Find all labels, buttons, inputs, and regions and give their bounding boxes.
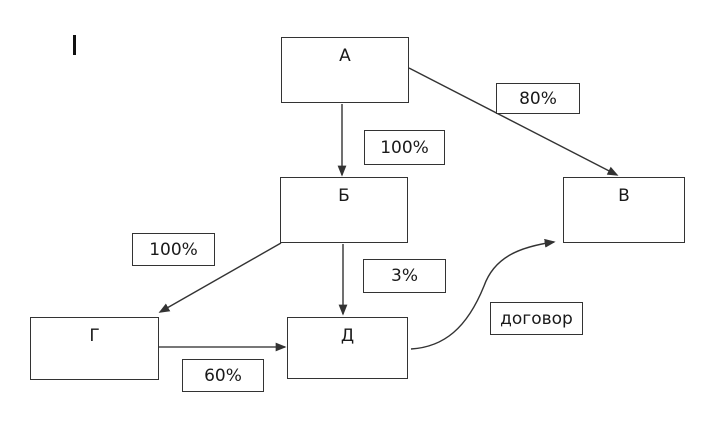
node-label-g: Г: [89, 326, 100, 346]
edge-label-100pct-a-b-text: 100%: [380, 137, 429, 158]
node-box-v[interactable]: В: [563, 177, 685, 243]
node-box-b[interactable]: Б: [280, 177, 408, 243]
edge-label-60pct-text: 60%: [204, 365, 242, 386]
node-label-b: Б: [338, 186, 350, 206]
edge-label-80pct-text: 80%: [519, 88, 557, 109]
edge-label-100pct-b-g[interactable]: 100%: [132, 233, 215, 266]
edge-label-60pct[interactable]: 60%: [182, 359, 264, 392]
edge-label-100pct-b-g-text: 100%: [149, 239, 198, 260]
edge-label-3pct[interactable]: 3%: [363, 259, 446, 293]
node-box-d[interactable]: Д: [287, 317, 408, 379]
edge-label-100pct-a-b[interactable]: 100%: [364, 130, 445, 165]
node-label-a: А: [339, 46, 351, 66]
edge-label-80pct[interactable]: 80%: [496, 83, 580, 114]
node-label-d: Д: [340, 326, 355, 346]
edge-label-3pct-text: 3%: [391, 266, 418, 286]
edge-label-contract[interactable]: договор: [490, 302, 583, 335]
node-box-a[interactable]: А: [281, 37, 409, 103]
text-cursor-mark: [73, 35, 76, 55]
node-label-v: В: [618, 186, 630, 206]
node-box-g[interactable]: Г: [30, 317, 159, 380]
edge-label-contract-text: договор: [500, 308, 573, 329]
